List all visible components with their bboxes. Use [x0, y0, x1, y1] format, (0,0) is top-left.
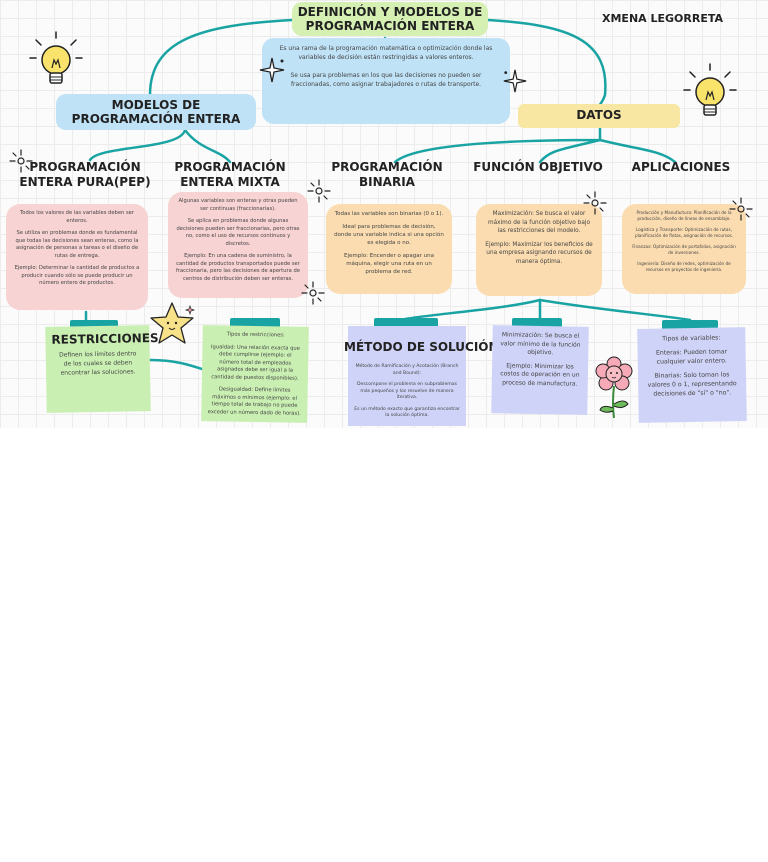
flower-icon: [595, 356, 633, 419]
mixta-card: Algunas variables son enteras y otras pu…: [168, 192, 308, 298]
minimizacion-tape: [512, 318, 562, 328]
mixta-p3: Ejemplo: En una cadena de suministro, la…: [176, 253, 300, 282]
sparkle-icon: [301, 281, 325, 305]
tipos-variables-title: Tipos de variables:: [662, 334, 721, 343]
lightbulb-icon: [683, 63, 737, 116]
sparkle-icon: [259, 57, 285, 83]
tipos-restricciones-p1: Igualdad: Una relación exacta que debe c…: [210, 343, 300, 382]
sparkle-icon: [729, 197, 753, 221]
metodo-note: MÉTODO DE SOLUCIÓN Método de Ramificació…: [344, 326, 499, 426]
binaria-title: PROGRAMACIÓN BINARIA: [331, 160, 443, 189]
sparkle-icon: [503, 69, 527, 93]
binaria-card: Todas las variables son binarias (0 o 1)…: [326, 204, 452, 294]
mixta-title: PROGRAMACIÓN ENTERA MIXTA: [174, 160, 286, 189]
star-face-icon: [150, 302, 196, 344]
main-title: DEFINICIÓN Y MODELOS DE PROGRAMACIÓN ENT…: [292, 2, 488, 36]
pep-p2: Se utiliza en problemas donde es fundame…: [15, 230, 139, 259]
aplicaciones-p4: Ingeniería: Diseño de redes, optimizació…: [637, 261, 731, 272]
definition-p2: Se usa para problemas en los que las dec…: [290, 72, 482, 88]
concept-map-board: XMENA LEGORRETA DEFINICIÓN Y MODELOS DE …: [0, 0, 768, 428]
restricciones-note: RESTRICCIONES Definen los límites dentro…: [45, 325, 159, 413]
aplicaciones-p3: Finanzas: Optimización de portafolios, a…: [632, 244, 736, 255]
definition-box: Es una rama de la programación matemátic…: [262, 38, 510, 124]
sparkle-icon: [9, 149, 33, 173]
restricciones-tape: [70, 320, 118, 330]
funcion-p1: Maximización: Se busca el valor máximo d…: [487, 211, 591, 234]
binaria-p3: Ejemplo: Encender o apagar una máquina, …: [343, 253, 435, 275]
tipos-variables-p2: Binarias: Solo toman los valores 0 o 1, …: [647, 371, 737, 398]
definition-p1: Es una rama de la programación matemátic…: [279, 45, 493, 61]
minimizacion-note: Minimización: Se busca el valor mínimo d…: [491, 325, 589, 415]
aplicaciones-p2: Logística y Transporte: Optimización de …: [634, 227, 734, 238]
binaria-p1: Todas las variables son binarias (0 o 1)…: [334, 211, 444, 217]
tipos-restricciones-title: Tipos de restricciones:: [226, 331, 285, 339]
author-name: XMENA LEGORRETA: [602, 12, 724, 25]
tipos-variables-note: Tipos de variables: Enteras: Pueden toma…: [637, 327, 747, 423]
restricciones-text: Definen los límites dentro de los cuales…: [59, 350, 137, 377]
aplicaciones-card: Producción y Manufactura: Planificación …: [622, 204, 746, 294]
binaria-p2: Ideal para problemas de decisión, donde …: [334, 224, 444, 246]
connector-lines: [84, 18, 692, 372]
tipos-restricciones-tape: [230, 318, 280, 328]
datos-title: DATOS: [518, 104, 680, 128]
mixta-p2: Se aplica en problemas donde algunas dec…: [176, 218, 300, 247]
pep-card: Todos los valores de las variables deben…: [6, 204, 148, 310]
pep-title: PROGRAMACIÓN ENTERA PURA(PEP): [19, 160, 151, 189]
aplicaciones-p1: Producción y Manufactura: Planificación …: [636, 210, 732, 221]
metodo-title: MÉTODO DE SOLUCIÓN: [344, 340, 499, 354]
tipos-variables-p1: Enteras: Pueden tomar cualquier valor en…: [655, 348, 728, 366]
metodo-p3: Es un método exacto que garantiza encont…: [354, 406, 460, 419]
restricciones-title: RESTRICCIONES: [51, 330, 159, 347]
tipos-restricciones-note: Tipos de restricciones: Igualdad: Una re…: [201, 325, 309, 423]
tipos-variables-tape: [662, 320, 718, 330]
funcion-p2: Ejemplo: Maximizar los beneficios de una…: [485, 241, 593, 265]
aplicaciones-title: APLICACIONES: [631, 160, 731, 174]
sparkle-icon: [307, 179, 331, 203]
sparkle-icon: [583, 191, 607, 215]
funcion-title: FUNCIÓN OBJETIVO: [473, 160, 603, 174]
metodo-tape: [374, 318, 438, 328]
pep-p3: Ejemplo: Determinar la cantidad de produ…: [14, 265, 140, 286]
pep-p1: Todos los valores de las variables deben…: [20, 210, 134, 224]
lightbulb-icon: [29, 31, 83, 84]
minimizacion-p1: Minimización: Se busca el valor mínimo d…: [500, 331, 581, 357]
mixta-p1: Algunas variables son enteras y otras pu…: [178, 198, 298, 212]
metodo-p2: Descompone el problema en subproblemas m…: [357, 382, 457, 400]
minimizacion-p2: Ejemplo: Minimizar los costos de operaci…: [500, 361, 580, 388]
funcion-card: Maximización: Se busca el valor máximo d…: [476, 204, 602, 296]
metodo-p1: Método de Ramificación y Acotación (Bran…: [355, 364, 459, 376]
tipos-restricciones-p2: Desigualdad: Define límites máximos o mí…: [207, 386, 301, 417]
models-title: MODELOS DE PROGRAMACIÓN ENTERA: [56, 94, 256, 130]
